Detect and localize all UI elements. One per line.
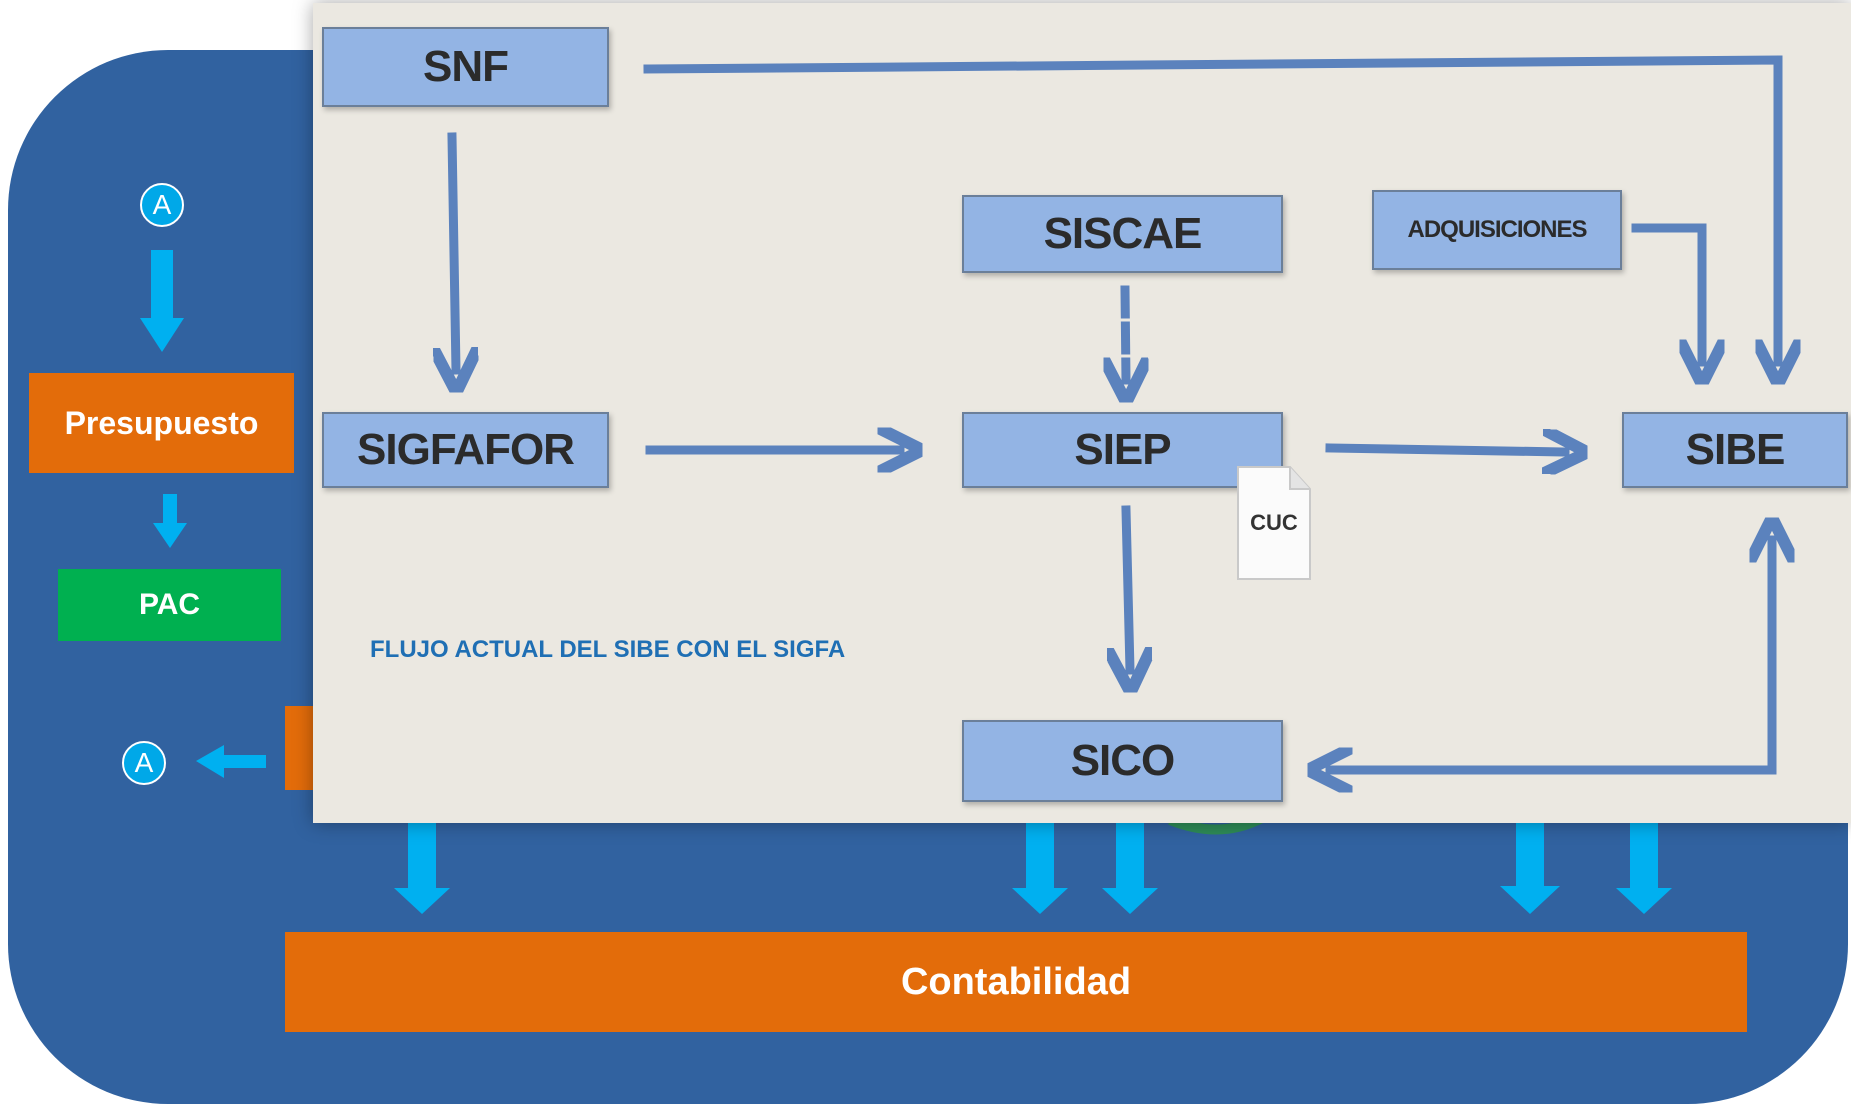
connector-marker-a-bottom: A bbox=[122, 741, 166, 785]
budget-box: Presupuesto bbox=[29, 373, 294, 473]
node-sico: SICO bbox=[962, 720, 1283, 802]
node-label: SIEP bbox=[1074, 425, 1171, 474]
arrow-to-contabilidad-5 bbox=[1616, 820, 1672, 914]
arrow-siep-to-sibe bbox=[1325, 448, 1565, 452]
arrow-adquisiciones-to-sibe bbox=[1631, 223, 1702, 362]
node-adquisiciones: ADQUISICIONES bbox=[1372, 190, 1622, 270]
diagram-caption: FLUJO ACTUAL DEL SIBE CON EL SIGFA bbox=[370, 636, 846, 663]
arrow-siscae-to-siep bbox=[1125, 285, 1126, 380]
node-label: SNF bbox=[423, 42, 509, 91]
node-sigfafor: SIGFAFOR bbox=[322, 412, 609, 488]
arrow-to-marker-a-bottom bbox=[196, 745, 266, 778]
arrow-to-contabilidad-1 bbox=[394, 820, 450, 914]
accounting-label: Contabilidad bbox=[900, 960, 1132, 1003]
marker-label: A bbox=[152, 189, 172, 220]
pac-box: PAC bbox=[58, 569, 281, 641]
node-label: SICO bbox=[1070, 736, 1176, 785]
connector-marker-a-top: A bbox=[140, 183, 184, 227]
arrow-snf-to-sibe bbox=[643, 55, 1778, 362]
arrow-sico-sibe-link bbox=[1335, 540, 1772, 775]
node-sibe: SIBE bbox=[1622, 412, 1848, 488]
node-label: SIBE bbox=[1685, 425, 1786, 474]
arrow-to-contabilidad-2 bbox=[1012, 820, 1068, 914]
node-siep: SIEP bbox=[962, 412, 1283, 488]
node-siscae: SISCAE bbox=[962, 195, 1283, 273]
arrow-to-contabilidad-4 bbox=[1500, 820, 1560, 914]
marker-label: A bbox=[134, 747, 154, 778]
pac-label: PAC bbox=[138, 588, 201, 621]
arrow-to-contabilidad-3 bbox=[1102, 820, 1158, 914]
node-snf: SNF bbox=[322, 27, 609, 107]
document-label: CUC bbox=[1250, 510, 1298, 535]
document-icon bbox=[1237, 466, 1311, 580]
budget-label: Presupuesto bbox=[64, 404, 259, 441]
arrow-snf-to-sigfafor bbox=[452, 132, 456, 370]
arrow-presupuesto-to-pac bbox=[153, 494, 187, 548]
accounting-bar: Contabilidad bbox=[285, 932, 1747, 1032]
node-label: SIGFAFOR bbox=[357, 425, 575, 474]
node-label: ADQUISICIONES bbox=[1407, 216, 1587, 243]
node-label: SISCAE bbox=[1043, 209, 1203, 258]
arrow-siep-to-sico bbox=[1126, 505, 1130, 670]
arrow-a-to-presupuesto bbox=[140, 250, 184, 352]
